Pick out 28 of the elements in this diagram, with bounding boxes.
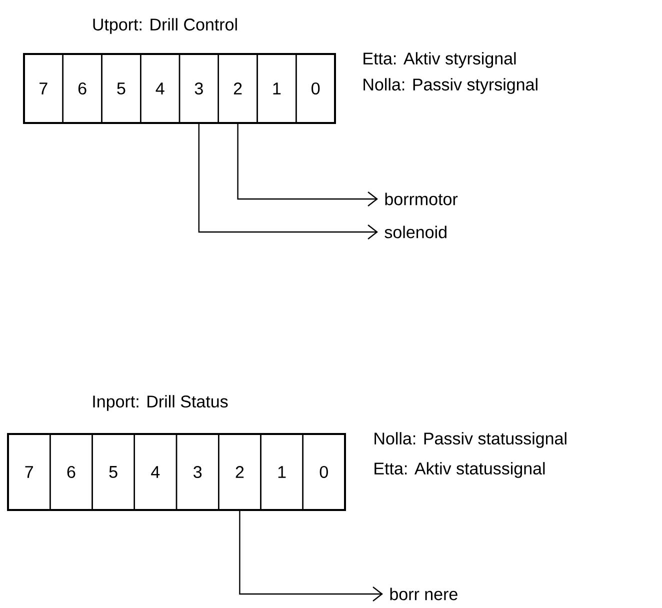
bit-cell: 0 (302, 433, 346, 511)
state-note: Nolla: Passiv statussignal (374, 432, 566, 448)
node-label: Inport: Drill Status (93, 395, 228, 411)
bit-cell: 3 (178, 53, 219, 124)
bit-cell: 6 (50, 433, 93, 511)
bit-cell: 5 (101, 53, 142, 124)
state-note: Etta: Aktiv styrsignal (364, 52, 516, 68)
bit-cell: 5 (92, 433, 135, 511)
state-note: Nolla: Passiv styrsignal (364, 78, 538, 94)
arrow (198, 124, 378, 240)
bit-cell: 2 (218, 53, 258, 124)
bit-cell: 4 (134, 433, 178, 511)
state-note: Etta: Aktiv statussignal (374, 462, 545, 478)
node-label: Utport: Drill Control (93, 18, 237, 34)
signal-label: borrmotor (385, 192, 458, 206)
arrow (239, 510, 383, 602)
bit-cell: 0 (296, 53, 336, 124)
bit-cell: 7 (23, 53, 64, 124)
bit-cell: 1 (256, 53, 297, 124)
bit-cell: 4 (140, 53, 180, 124)
bit-cell: 1 (260, 433, 304, 511)
signal-label: borr nere (390, 588, 458, 600)
arrow (237, 124, 378, 206)
bit-cell: 3 (176, 433, 220, 511)
signal-label: solenoid (384, 226, 446, 238)
bit-cell: 6 (62, 53, 102, 124)
bit-cell: 2 (218, 433, 262, 511)
bit-cell: 7 (7, 433, 51, 511)
